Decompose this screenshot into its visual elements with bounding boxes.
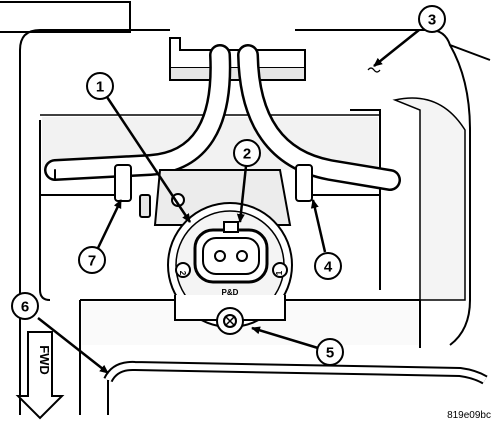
callout-1-label: 1 [96, 79, 104, 96]
callout-1: 1 [86, 72, 114, 100]
forward-direction-arrow: FWD [15, 331, 65, 420]
callout-6-label: 6 [21, 299, 29, 316]
figure-id: 819e09bc [447, 410, 491, 421]
forward-label: FWD [37, 345, 52, 375]
callout-7: 7 [78, 246, 106, 274]
mounting-screw [216, 307, 244, 335]
connector-pin-left-label: 2 [178, 271, 187, 276]
hose-clamps [114, 164, 313, 218]
wiring-harness [103, 360, 488, 415]
callout-3: 3 [418, 5, 446, 33]
sensor-assembly [167, 202, 293, 328]
connector-label: P&D [222, 288, 239, 297]
leader-lines [37, 29, 420, 374]
callout-2: 2 [233, 139, 261, 167]
callout-6: 6 [11, 292, 39, 320]
callout-3-label: 3 [428, 12, 436, 29]
callout-7-label: 7 [88, 253, 96, 270]
callout-4: 4 [314, 252, 342, 280]
squiggle-mark [367, 67, 381, 73]
callout-4-label: 4 [324, 259, 333, 276]
callout-5-label: 5 [326, 345, 334, 362]
callout-2-label: 2 [243, 146, 251, 163]
callout-5: 5 [316, 338, 344, 366]
connector-pin-right-label: 1 [275, 270, 284, 275]
hoses [44, 44, 401, 191]
